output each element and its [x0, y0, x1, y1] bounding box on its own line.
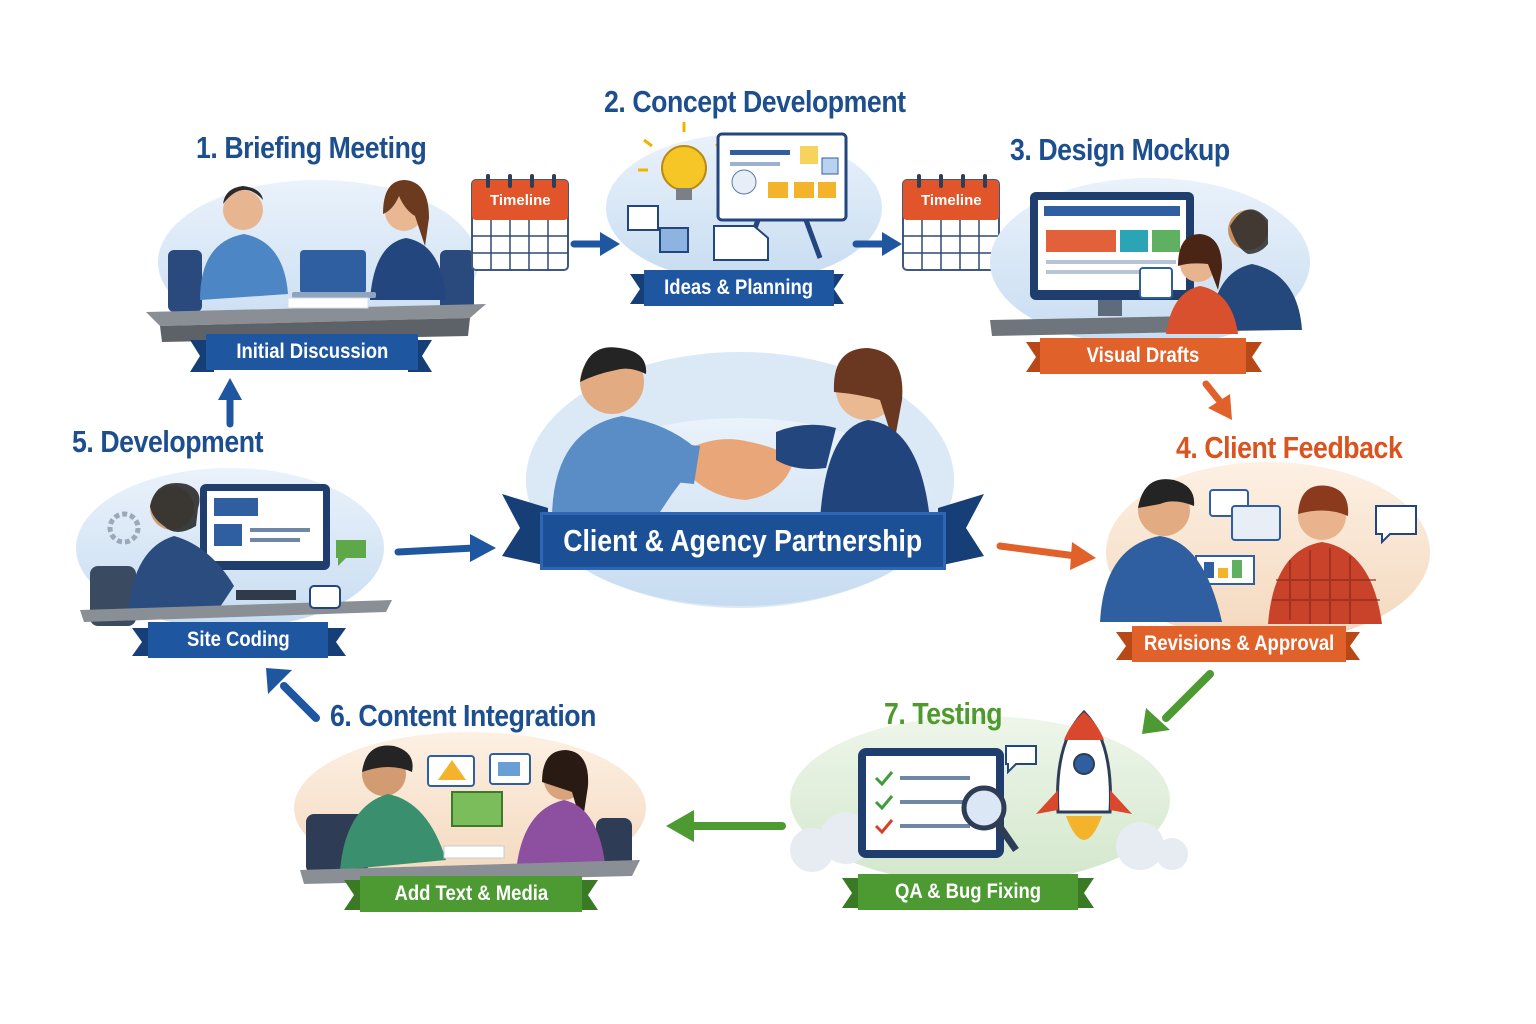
step-7-caption: QA & Bug Fixing	[858, 874, 1078, 910]
content-integration-illustration	[294, 732, 646, 884]
arrow-step5-to-step1	[218, 378, 242, 428]
step-2-title: 2. Concept Development	[604, 84, 906, 119]
center-partnership-label: Client & Agency Partnership	[563, 523, 923, 558]
testing-illustration	[790, 709, 1188, 884]
step-2-caption: Ideas & Planning	[644, 270, 834, 306]
timeline-calendar-1	[471, 174, 569, 271]
flow-arrows	[218, 232, 1232, 842]
step-7-title: 7. Testing	[884, 696, 1003, 731]
design-mockup-illustration	[990, 178, 1310, 346]
step-4-caption: Revisions & Approval	[1132, 626, 1346, 662]
calendar-2-label: Timeline	[921, 192, 982, 209]
center-partnership-banner: Client & Agency Partnership	[540, 512, 946, 570]
arrow-step2-to-cal2	[852, 232, 902, 256]
step-2-caption-text: Ideas & Planning	[664, 276, 814, 299]
step-5-caption-text: Site Coding	[186, 628, 290, 651]
briefing-meeting-illustration	[146, 180, 486, 344]
calendar-1-label: Timeline	[490, 192, 551, 209]
arrow-step5-to-center	[394, 534, 496, 562]
step-7-caption-text: QA & Bug Fixing	[894, 880, 1042, 903]
arrow-step3-to-step4	[1202, 380, 1232, 420]
step-4-caption-text: Revisions & Approval	[1143, 632, 1335, 655]
timeline-calendar-2	[902, 174, 1000, 271]
step-6-title: 6. Content Integration	[330, 698, 597, 733]
step-6-caption: Add Text & Media	[360, 876, 582, 912]
step-1-caption-text: Initial Discussion	[236, 340, 388, 363]
step-3-caption: Visual Drafts	[1040, 338, 1246, 374]
step-3-title: 3. Design Mockup	[1010, 132, 1230, 167]
client-feedback-illustration	[1100, 462, 1430, 642]
concept-development-illustration	[606, 122, 882, 282]
step-3-caption-text: Visual Drafts	[1086, 344, 1200, 367]
step-6-caption-text: Add Text & Media	[394, 882, 548, 905]
arrow-step7-to-step6	[666, 810, 786, 842]
arrow-step6-to-step5	[266, 668, 320, 722]
development-illustration	[76, 468, 392, 628]
step-5-caption: Site Coding	[148, 622, 328, 658]
arrow-step4-to-step7	[1142, 670, 1214, 734]
step-5-title: 5. Development	[72, 424, 264, 459]
step-1-caption: Initial Discussion	[206, 334, 418, 370]
arrow-cal1-to-step2	[570, 232, 620, 256]
step-1-title: 1. Briefing Meeting	[196, 130, 427, 165]
step-4-title: 4. Client Feedback	[1176, 430, 1403, 465]
arrow-center-to-step4	[996, 542, 1096, 570]
